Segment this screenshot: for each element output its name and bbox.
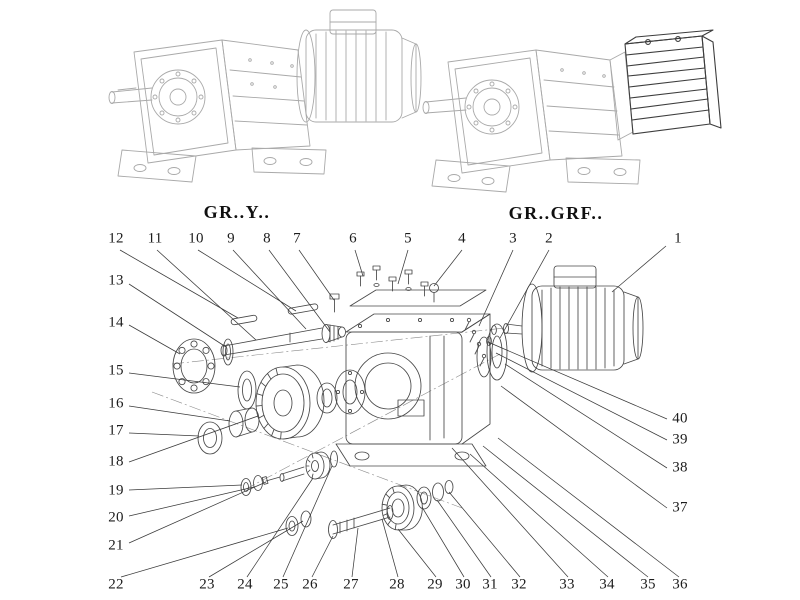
callout-35: 35 [640, 576, 656, 593]
callout-16: 16 [108, 395, 124, 412]
callout-11: 11 [147, 230, 163, 247]
motor [503, 265, 644, 373]
callout-20: 20 [108, 509, 124, 526]
callout-4: 4 [458, 230, 466, 247]
input-shaft-assembly [220, 303, 346, 357]
callout-18: 18 [108, 453, 124, 470]
callout-14: 14 [108, 314, 124, 331]
intermediate-shaft-assembly [328, 480, 454, 539]
exploded-view-drawing [172, 265, 644, 539]
callout-32: 32 [511, 576, 527, 593]
gear-housing [335, 289, 491, 467]
gearmotor-illustration-left [108, 9, 422, 183]
axis-lines [151, 327, 506, 509]
callout-36: 36 [672, 576, 688, 593]
callout-29: 29 [427, 576, 443, 593]
callout-5: 5 [404, 230, 412, 247]
callout-26: 26 [302, 576, 318, 593]
callout-21: 21 [108, 537, 124, 554]
callout-19: 19 [108, 482, 124, 499]
input-cover-block [624, 29, 722, 135]
callout-37: 37 [672, 499, 688, 516]
callout-13: 13 [108, 272, 124, 289]
callout-3: 3 [509, 230, 517, 247]
callout-6: 6 [349, 230, 357, 247]
callout-30: 30 [455, 576, 471, 593]
large-gear [255, 364, 325, 440]
callout-17: 17 [108, 422, 124, 439]
callout-39: 39 [672, 431, 688, 448]
gearmotor-illustration-right [422, 29, 722, 193]
housing-top-bolts [329, 265, 439, 313]
callout-15: 15 [108, 362, 124, 379]
motor-flange-parts [464, 317, 508, 381]
callout-2: 2 [545, 230, 553, 247]
model-label-gr-y: GR..Y.. [203, 202, 271, 222]
callout-33: 33 [559, 576, 575, 593]
callout-12: 12 [108, 230, 124, 247]
callout-22: 22 [108, 576, 124, 593]
callout-7: 7 [293, 230, 301, 247]
callout-40: 40 [672, 410, 688, 427]
callout-9: 9 [227, 230, 235, 247]
callout-25: 25 [273, 576, 289, 593]
callout-31: 31 [482, 576, 498, 593]
output-shaft-parts [240, 450, 338, 536]
mid-bearing-cover [316, 369, 366, 415]
leader-lines [119, 245, 680, 578]
callout-28: 28 [389, 576, 405, 593]
bearing-and-seal-group [172, 338, 260, 455]
callout-34: 34 [599, 576, 615, 593]
callout-27: 27 [343, 576, 359, 593]
callout-24: 24 [237, 576, 253, 593]
callout-23: 23 [199, 576, 215, 593]
callout-38: 38 [672, 459, 688, 476]
model-label-gr-grf: GR..GRF.. [508, 203, 604, 223]
callout-8: 8 [263, 230, 271, 247]
callout-1: 1 [674, 230, 682, 247]
callout-10: 10 [188, 230, 204, 247]
